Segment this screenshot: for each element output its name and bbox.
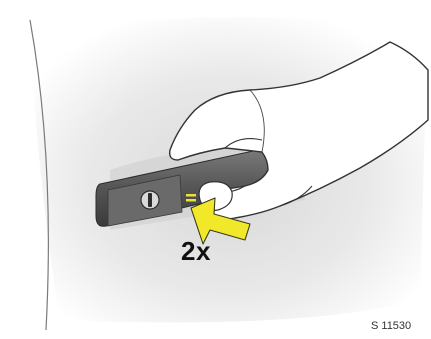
press-count-label: 2x <box>181 236 211 267</box>
keyhole-icon <box>141 191 159 209</box>
figure-code: S 11530 <box>371 320 431 332</box>
